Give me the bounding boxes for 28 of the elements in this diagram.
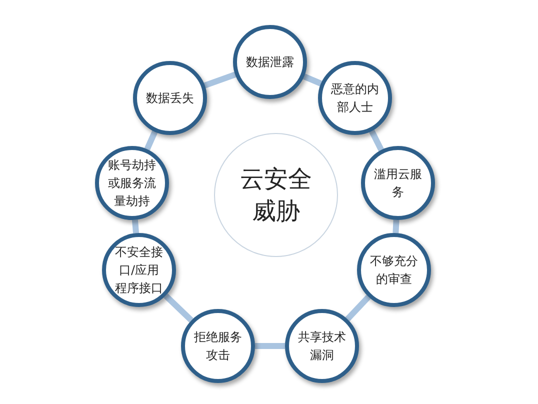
threat-circle bbox=[95, 146, 169, 220]
threat-circle bbox=[181, 309, 255, 383]
connector-line bbox=[132, 220, 140, 234]
threat-label: 拒绝服务攻击 bbox=[193, 329, 243, 364]
connector-line bbox=[255, 343, 285, 349]
threat-label: 账号劫持或服务流量劫持 bbox=[107, 157, 157, 210]
threat-label: 数据丢失 bbox=[145, 90, 195, 107]
threat-label: 共享技术漏洞 bbox=[297, 329, 347, 364]
threat-circle bbox=[357, 233, 431, 307]
threat-label: 数据泄露 bbox=[245, 54, 295, 71]
connector-line bbox=[345, 294, 371, 322]
connector-line bbox=[164, 293, 194, 323]
center-label: 云安全威胁 bbox=[239, 164, 313, 227]
threat-label: 滥用云服务 bbox=[373, 166, 423, 201]
threat-circle bbox=[102, 233, 176, 307]
connector-line bbox=[369, 130, 384, 152]
threat-circle bbox=[361, 146, 435, 220]
connector-line bbox=[144, 130, 158, 150]
threat-label: 不安全接口/应用程序接口 bbox=[114, 244, 164, 297]
connector-line bbox=[204, 72, 236, 88]
threat-circle bbox=[133, 61, 207, 135]
threat-label: 不够充分的审查 bbox=[369, 253, 419, 288]
threat-label: 恶意的内部人士 bbox=[330, 81, 380, 116]
threat-circle bbox=[285, 309, 359, 383]
connector-line bbox=[392, 220, 400, 234]
threat-circle bbox=[318, 61, 392, 135]
threat-circle bbox=[233, 25, 307, 99]
connector-line bbox=[302, 74, 322, 86]
